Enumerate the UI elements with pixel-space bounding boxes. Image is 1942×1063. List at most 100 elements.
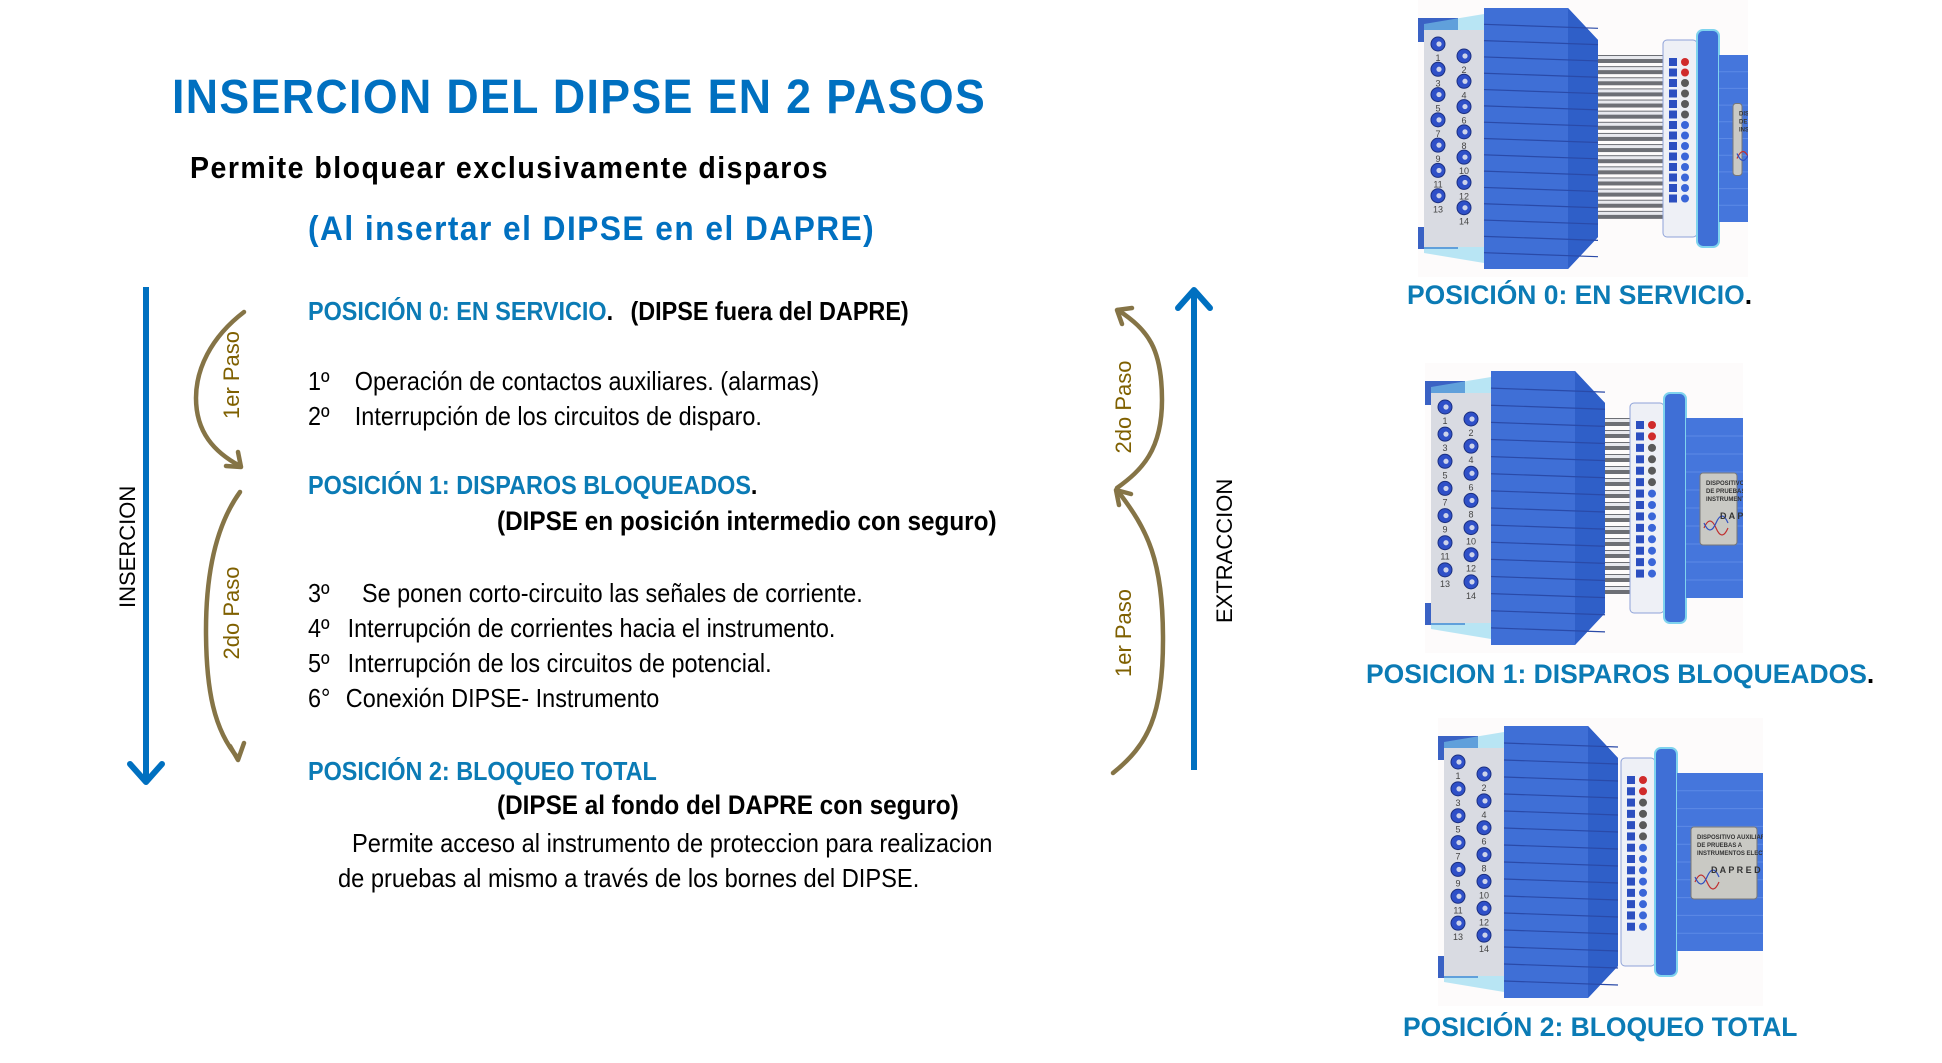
jack-hole — [1436, 91, 1442, 98]
blade-shine — [1605, 527, 1640, 530]
jack-hole — [1469, 524, 1475, 531]
blade-shine — [1598, 211, 1673, 215]
indicator-switch — [1636, 421, 1644, 429]
jack-hole — [1482, 851, 1488, 858]
jack-hole — [1462, 103, 1468, 110]
left-step2-label: 2do Paso — [219, 566, 244, 660]
plate-seam — [1483, 186, 1599, 193]
indicator-switch — [1636, 558, 1644, 567]
indicator-led — [1648, 432, 1656, 441]
indicator-led — [1639, 798, 1647, 807]
indicator-switch — [1627, 843, 1635, 852]
indicator-led — [1681, 184, 1689, 192]
indicator-switch — [1669, 142, 1677, 150]
jack-hole — [1456, 893, 1462, 899]
extraction-arrow — [1175, 287, 1213, 770]
jack-hole — [1469, 470, 1475, 476]
position-2-description-line-2: de pruebas al mismo a través de los born… — [338, 863, 920, 893]
position-0-heading: POSICIÓN 0: EN SERVICIO. (DIPSE fuera de… — [308, 296, 909, 327]
indicator-switch — [1627, 832, 1635, 841]
plate-seam — [1503, 878, 1619, 884]
jack-hole — [1443, 540, 1449, 546]
plate-seam — [1483, 121, 1599, 127]
terminal-number: 2 — [1468, 428, 1473, 438]
plate-seam — [1483, 105, 1599, 111]
jack-hole — [1456, 839, 1462, 846]
caption-text: POSICION 1: DISPAROS BLOQUEADOS — [1366, 659, 1867, 689]
indicator-led — [1681, 163, 1689, 171]
terminal-number: 5 — [1435, 104, 1440, 114]
left-step1-label: 1er Paso — [219, 330, 244, 420]
terminal-number: 10 — [1459, 166, 1469, 176]
plate-seam — [1503, 759, 1619, 765]
nameplate-header: DISPOSITIVO AUXILIAR — [1706, 481, 1743, 487]
indicator-switch — [1669, 79, 1677, 87]
indicator-switch — [1636, 455, 1644, 464]
terminal-number: 5 — [1442, 470, 1447, 480]
dipse-handle-side — [1568, 8, 1598, 269]
blade-shine — [1598, 111, 1673, 115]
dapre-frame — [1663, 392, 1687, 624]
nameplate-header: DE PRUEBAS A — [1697, 843, 1743, 849]
indicator-switch — [1636, 569, 1644, 578]
indicator-switch — [1627, 798, 1635, 807]
terminal-number: 10 — [1479, 890, 1489, 900]
step-6: 6°Conexión DIPSE- Instrumento — [308, 683, 659, 714]
dapre-frame — [1696, 29, 1720, 248]
terminal-number: 9 — [1442, 525, 1447, 535]
blade-shine — [1605, 515, 1640, 518]
terminal-number: 12 — [1479, 917, 1489, 927]
jack-hole — [1482, 932, 1488, 938]
indicator-switch — [1627, 911, 1635, 920]
plate-seam — [1490, 421, 1606, 427]
plate-seam — [1503, 912, 1619, 918]
logo-wave — [1736, 153, 1748, 162]
blade-shine — [1598, 200, 1673, 204]
blade-shine — [1605, 491, 1640, 494]
blade-shine — [1605, 539, 1640, 542]
jack-hole — [1462, 129, 1468, 135]
indicator-led — [1639, 809, 1647, 818]
indicator-switch — [1669, 100, 1677, 108]
step-number: 3º — [308, 578, 330, 608]
blade-shine — [1605, 503, 1640, 506]
terminal-number: 3 — [1435, 78, 1440, 88]
indicator-switch — [1636, 466, 1644, 475]
indicator-switch — [1636, 546, 1644, 555]
blade-shine — [1598, 78, 1673, 82]
indicator-led — [1648, 512, 1656, 521]
blade-shine — [1598, 167, 1673, 171]
indicator-led — [1681, 89, 1689, 98]
terminal-number: 13 — [1433, 205, 1443, 215]
nameplate-header: INSTRUMENTOS ELECTRICOS — [1739, 128, 1748, 134]
terminal-number: 13 — [1453, 932, 1463, 942]
plate-seam — [1503, 946, 1619, 952]
plate-seam — [1483, 203, 1599, 209]
insertion-arrow — [127, 287, 165, 785]
terminal-number: 5 — [1455, 825, 1460, 835]
plate-seam — [1483, 137, 1599, 144]
caption-position-2: POSICIÓN 2: BLOQUEO TOTAL — [1403, 1012, 1797, 1043]
jack-hole — [1436, 41, 1442, 47]
plate-seam — [1503, 776, 1619, 782]
plate-seam — [1503, 929, 1619, 935]
jack-hole — [1443, 485, 1449, 492]
terminal-number: 8 — [1481, 864, 1486, 874]
terminal-number: 1 — [1435, 53, 1440, 63]
indicator-led — [1648, 466, 1656, 475]
indicator-led — [1639, 855, 1647, 863]
plate-seam — [1483, 72, 1599, 78]
indicator-switch — [1669, 163, 1677, 171]
dapre-frame — [1654, 747, 1678, 977]
indicator-switch — [1636, 489, 1644, 498]
plate-seam — [1483, 88, 1599, 95]
step-number: 5º — [308, 648, 330, 678]
indicator-led — [1648, 455, 1656, 464]
blade-shine — [1598, 56, 1673, 59]
